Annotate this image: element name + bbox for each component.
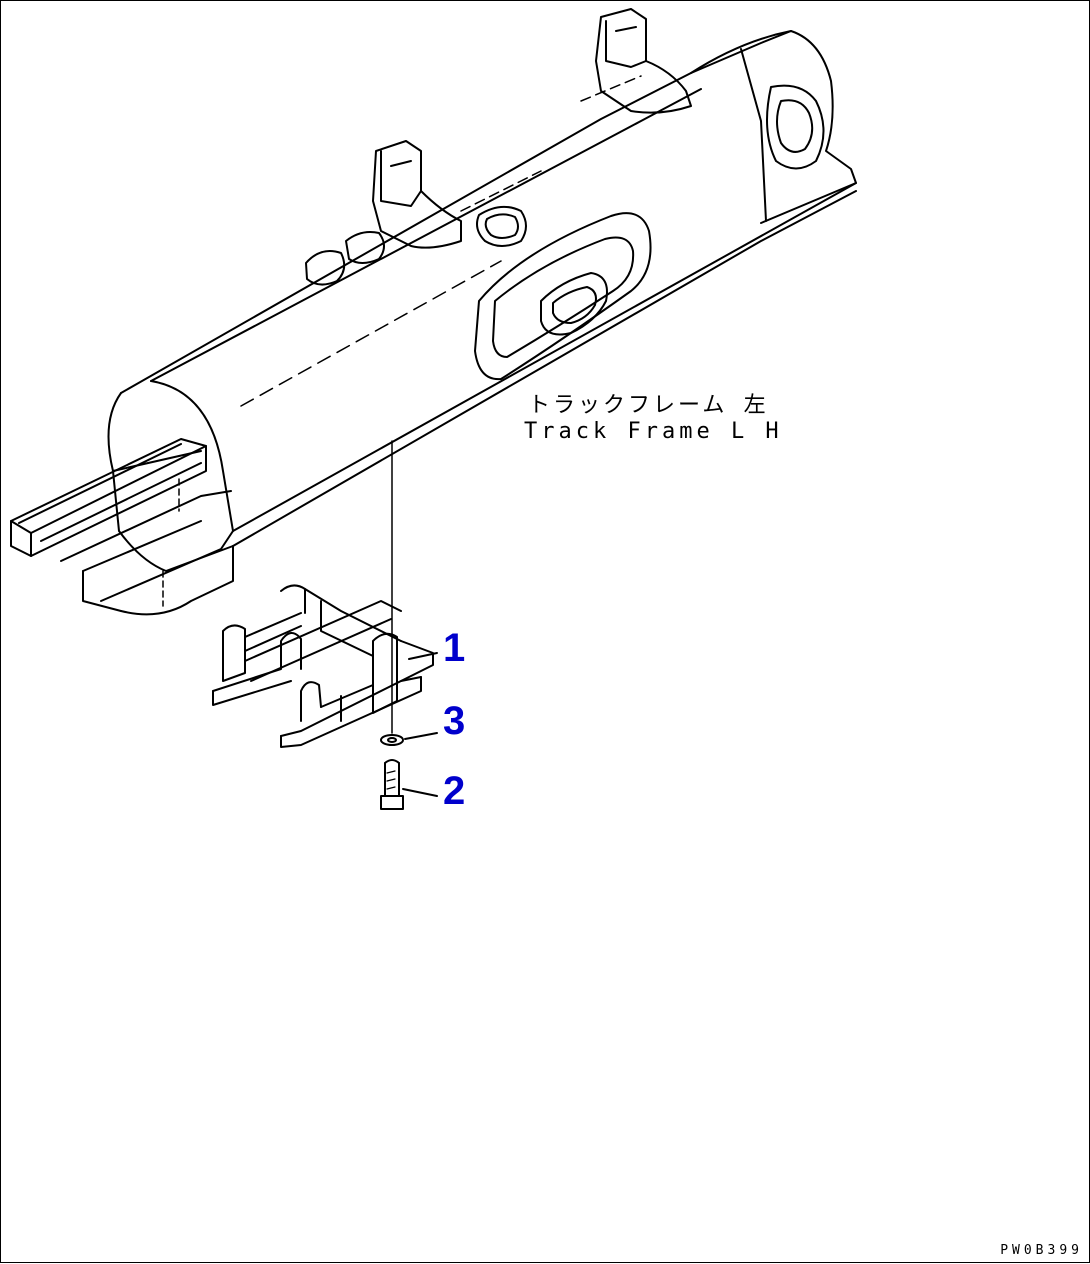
assembly-label-japanese: トラックフレーム 左 (528, 393, 769, 418)
guard-bracket-part-1 (212, 584, 434, 748)
callout-number-3[interactable]: 3 (443, 699, 466, 743)
bolt-part-2 (380, 759, 404, 810)
track-frame-body (10, 8, 857, 616)
assembly-label-english: Track Frame L H (524, 419, 783, 444)
callout-number-2[interactable]: 2 (443, 769, 466, 813)
leader-line-3 (404, 732, 438, 740)
leader-line-2 (402, 788, 438, 797)
washer-part-3 (380, 734, 404, 746)
leader-line-1 (408, 652, 438, 660)
callout-number-1[interactable]: 1 (443, 626, 466, 670)
figure-code: PW0B399 (1000, 1243, 1083, 1258)
